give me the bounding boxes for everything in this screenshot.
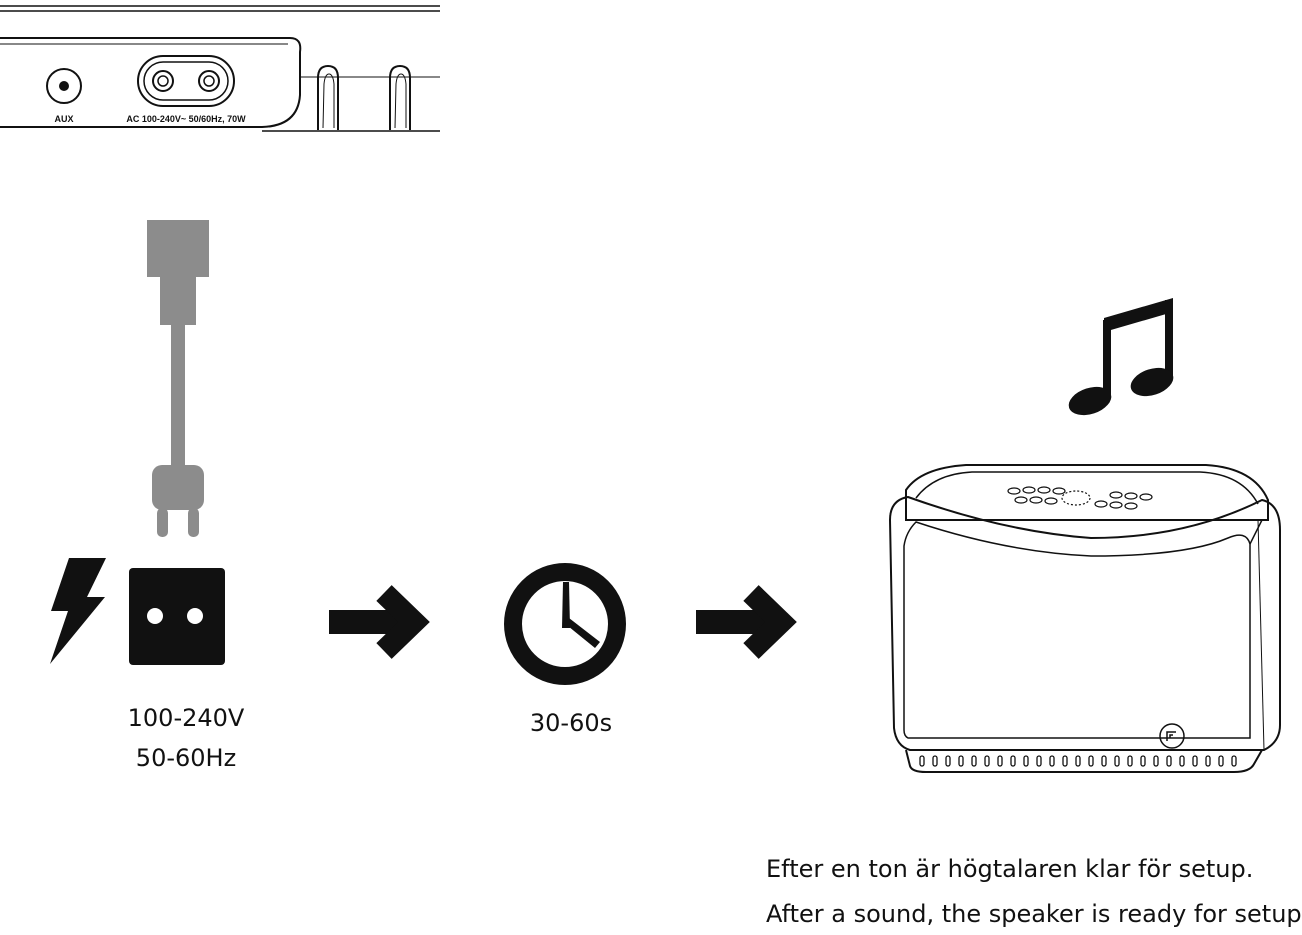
speaker-logo-badge bbox=[1159, 723, 1185, 749]
plug-pin-right bbox=[188, 508, 199, 537]
speaker-side-edge bbox=[1249, 519, 1263, 545]
wall-outlet-icon bbox=[129, 568, 225, 665]
grille-slot bbox=[945, 755, 951, 767]
grille-slot bbox=[1192, 755, 1198, 767]
arrow-right-icon bbox=[696, 585, 797, 659]
voltage-text: 100-240V bbox=[127, 704, 245, 732]
music-note-icon bbox=[1068, 298, 1174, 416]
grille-slot bbox=[984, 755, 990, 767]
grille-slot bbox=[1140, 755, 1146, 767]
grille-slot bbox=[1114, 755, 1120, 767]
power-specs: 100-240V 50-60Hz bbox=[86, 698, 286, 778]
outlet-hole-left bbox=[147, 608, 163, 624]
grille-slot bbox=[997, 755, 1003, 767]
panel-body-outline bbox=[0, 37, 302, 128]
grille-slot bbox=[1218, 755, 1224, 767]
panel-foot-right bbox=[389, 64, 411, 130]
grille-slot bbox=[1205, 755, 1211, 767]
grille-slot bbox=[1062, 755, 1068, 767]
speaker-illustration bbox=[888, 464, 1281, 773]
grille-slot bbox=[1166, 755, 1172, 767]
grille-slot bbox=[1023, 755, 1029, 767]
grille-slot bbox=[958, 755, 964, 767]
plug-body bbox=[152, 465, 204, 510]
cable-cord bbox=[171, 325, 185, 475]
timer-duration: 30-60s bbox=[529, 709, 613, 737]
speaker-grille bbox=[919, 755, 1237, 767]
grille-slot bbox=[971, 755, 977, 767]
grille-slot bbox=[1231, 755, 1237, 767]
plug-pin-left bbox=[157, 508, 168, 537]
outlet-hole-right bbox=[187, 608, 203, 624]
ac-socket-pin-right-core bbox=[203, 75, 215, 87]
ac-power-label: AC 100-240V~ 50/60Hz, 70W bbox=[126, 114, 246, 124]
grille-slot bbox=[1127, 755, 1133, 767]
arrow-right-icon bbox=[329, 585, 430, 659]
ac-socket-outline bbox=[137, 55, 235, 107]
clock-minute-hand bbox=[563, 618, 600, 648]
panel-foot-left bbox=[317, 64, 339, 130]
frequency-text: 50-60Hz bbox=[135, 744, 237, 772]
panel-foot-left-inner bbox=[322, 73, 335, 129]
grille-slot bbox=[1153, 755, 1159, 767]
lightning-icon bbox=[50, 558, 106, 664]
rear-panel-illustration: AUX AC 100-240V~ 50/60Hz, 70W bbox=[0, 5, 440, 132]
clock-hour-hand bbox=[562, 582, 570, 628]
aux-jack-hole bbox=[59, 81, 69, 91]
aux-label: AUX bbox=[54, 114, 73, 124]
speaker-side-line bbox=[1257, 519, 1265, 751]
connector-head bbox=[147, 220, 209, 277]
speaker-top-inner bbox=[915, 471, 1259, 505]
caption-swedish: Efter en ton är högtalaren klar för setu… bbox=[766, 855, 1254, 883]
grille-slot bbox=[932, 755, 938, 767]
speaker-front bbox=[903, 521, 1251, 739]
panel-foot-right-inner bbox=[394, 73, 407, 129]
grille-slot bbox=[1088, 755, 1094, 767]
grille-slot bbox=[919, 755, 925, 767]
power-cable-icon bbox=[147, 220, 209, 537]
grille-slot bbox=[1101, 755, 1107, 767]
ac-socket-pin-left-core bbox=[157, 75, 169, 87]
connector-neck bbox=[160, 277, 196, 325]
ac-socket-inner bbox=[143, 61, 229, 101]
speaker-top bbox=[905, 464, 1269, 521]
grille-slot bbox=[1179, 755, 1185, 767]
speaker-body bbox=[888, 495, 1281, 751]
grille-slot bbox=[1075, 755, 1081, 767]
ac-socket-pin-left bbox=[152, 70, 174, 92]
grille-slot bbox=[1049, 755, 1055, 767]
speaker-buttons bbox=[1007, 486, 1153, 510]
grille-slot bbox=[1010, 755, 1016, 767]
clock-icon bbox=[504, 563, 626, 685]
grille-slot bbox=[1036, 755, 1042, 767]
caption-english: After a sound, the speaker is ready for … bbox=[766, 900, 1302, 928]
aux-jack-outer bbox=[46, 68, 82, 104]
ac-socket-pin-right bbox=[198, 70, 220, 92]
speaker-base bbox=[905, 749, 1263, 773]
